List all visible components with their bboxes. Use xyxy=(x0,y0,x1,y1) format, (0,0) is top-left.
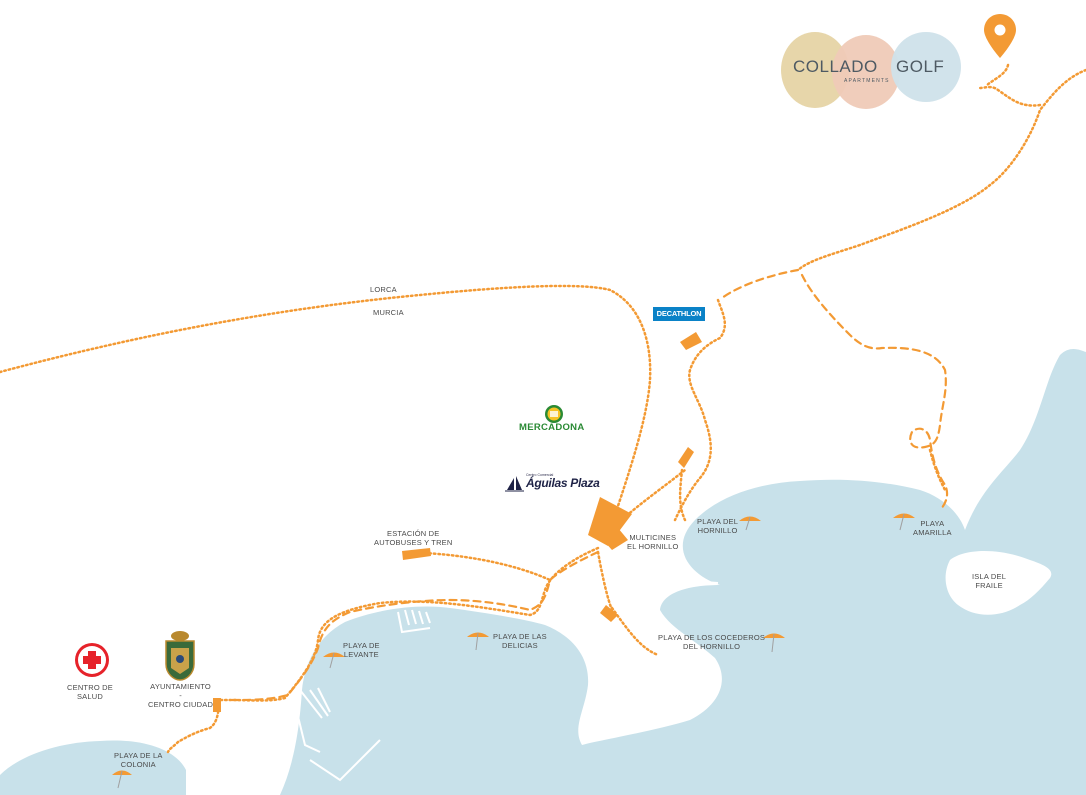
location-markers xyxy=(213,332,702,712)
levante-line-1: PLAYA DE xyxy=(343,641,380,650)
sea xyxy=(0,348,1086,795)
estacion-line-1: ESTACIÓN DE xyxy=(387,529,440,538)
beach-label-delicias: PLAYA DE LAS DELICIAS xyxy=(493,632,547,650)
decathlon-logo: DECATHLON xyxy=(653,307,705,321)
beach-umbrella-icon xyxy=(763,633,785,653)
centro-salud-line-1: CENTRO DE xyxy=(67,683,113,692)
multicines-block xyxy=(603,528,628,550)
brand-blob-mid xyxy=(832,35,900,109)
coat-of-arms-icon xyxy=(165,631,195,681)
amarilla-line-2: AMARILLA xyxy=(913,528,952,537)
fraile-line-1: ISLA DEL xyxy=(972,572,1007,581)
hornillo-line-2: HORNILLO xyxy=(697,526,738,535)
beach-umbrella-icon xyxy=(112,770,132,789)
centro-salud-line-2: SALUD xyxy=(76,692,103,701)
delicias-line-1: PLAYA DE LAS xyxy=(493,632,547,641)
amarilla-line-1: PLAYA xyxy=(920,519,945,528)
mercadona-logo: MERCADONA xyxy=(519,422,585,433)
multicines-line-1: MULTICINES xyxy=(629,533,677,542)
centro-salud-label: CENTRO DE SALUD xyxy=(67,683,113,701)
delicias-line-2: DELICIAS xyxy=(502,641,538,650)
brand-blob-right xyxy=(891,32,961,102)
aguilas-plaza-sail-icon xyxy=(505,476,524,492)
brand-word-left: COLLADO xyxy=(793,57,878,76)
location-pin-icon xyxy=(984,14,1016,58)
levante-line-2: LEVANTE xyxy=(343,650,379,659)
beach-label-hornillo: PLAYA DEL HORNILLO xyxy=(697,517,738,535)
beach-umbrella-icon xyxy=(467,632,489,651)
brand-word-right: GOLF xyxy=(896,57,945,76)
cocederos-line-2: DEL HORNILLO xyxy=(682,642,741,651)
hornillo-line-1: PLAYA DEL xyxy=(697,517,739,526)
colonia-line-2: COLONIA xyxy=(120,760,156,769)
beach-label-cocederos: PLAYA DE LOS COCEDEROS DEL HORNILLO xyxy=(658,633,765,651)
aguilas-plaza-logo: Águilas Plaza xyxy=(526,476,600,490)
mercadona-logo-icon xyxy=(545,405,563,423)
isla-fraile-label: ISLA DEL FRAILE xyxy=(972,572,1006,590)
ayuntamiento-label: AYUNTAMIENTO - CENTRO CIUDAD xyxy=(148,682,213,709)
estacion-line-2: AUTOBUSES Y TREN xyxy=(374,538,453,547)
beach-label-amarilla: PLAYA AMARILLA xyxy=(913,519,952,537)
aguilas-plaza-block xyxy=(588,497,632,546)
ayuntamiento-line-1: AYUNTAMIENTO xyxy=(150,682,211,691)
dotted-routes xyxy=(0,63,1086,754)
beach-umbrella-icon xyxy=(893,513,915,531)
brand-subtitle: APARTMENTS xyxy=(844,78,890,84)
road-label-murcia: MURCIA xyxy=(373,308,404,317)
fraile-line-2: FRAILE xyxy=(975,581,1003,590)
small-block-1 xyxy=(678,447,694,468)
decathlon-block xyxy=(680,332,702,350)
beach-umbrella-icon xyxy=(323,652,345,669)
ayuntamiento-line-3: CENTRO CIUDAD xyxy=(148,700,214,709)
brand-logo xyxy=(781,32,961,109)
road-label-lorca: LORCA xyxy=(370,285,397,294)
isla-del-fraile xyxy=(945,551,1052,615)
multicines-label: MULTICINES EL HORNILLO xyxy=(627,533,679,551)
multicines-line-2: EL HORNILLO xyxy=(627,542,679,551)
beach-label-levante: PLAYA DE LEVANTE xyxy=(343,641,380,659)
colonia-line-1: PLAYA DE LA xyxy=(114,751,163,760)
marina-piers xyxy=(293,579,719,782)
small-block-2 xyxy=(600,605,618,622)
dashed-routes xyxy=(230,268,949,702)
cocederos-line-1: PLAYA DE LOS COCEDEROS xyxy=(658,633,766,642)
beach-umbrella-icon xyxy=(739,516,761,531)
aguilas-plaza-caption: Centro Comercial xyxy=(526,473,554,477)
brand-blob-left xyxy=(781,32,849,108)
estacion-label: ESTACIÓN DE AUTOBUSES Y TREN xyxy=(374,529,453,547)
ayuntamiento-line-2: - xyxy=(179,691,182,700)
estacion-block xyxy=(402,548,431,560)
ayuntamiento-block xyxy=(213,698,221,712)
red-cross-icon xyxy=(75,643,109,677)
beach-label-colonia: PLAYA DE LA COLONIA xyxy=(114,751,163,769)
